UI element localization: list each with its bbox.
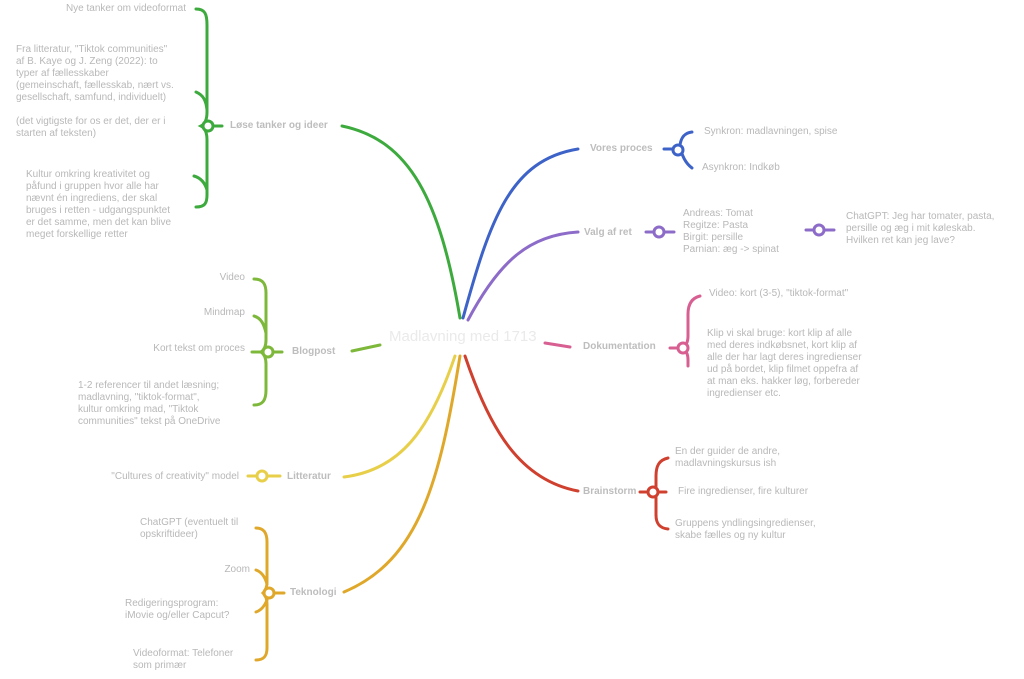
vores-proces-leaf[interactable]: Synkron: madlavningen, spise bbox=[704, 126, 838, 137]
branch-loese-label[interactable]: Løse tanker og ideer bbox=[230, 120, 328, 131]
branch-line-litteratur bbox=[342, 354, 457, 479]
litteratur-node-icon[interactable] bbox=[255, 469, 269, 483]
blogpost-leaf[interactable]: Kort tekst om proces bbox=[153, 343, 245, 354]
litteratur-leaf[interactable]: "Cultures of creativity" model bbox=[111, 471, 239, 482]
branch-valg-af-ret-label[interactable]: Valg af ret bbox=[584, 227, 632, 238]
branch-litteratur-label[interactable]: Litteratur bbox=[287, 471, 331, 482]
branch-line-blogpost bbox=[350, 343, 382, 353]
teknologi-leaf[interactable]: Videoformat: Telefoner som primær bbox=[133, 648, 234, 671]
teknologi-leaf[interactable]: Zoom bbox=[224, 564, 250, 575]
branch-vores-proces-label[interactable]: Vores proces bbox=[590, 143, 653, 154]
branch-line-dokumentation bbox=[543, 341, 572, 349]
branch-dokumentation-label[interactable]: Dokumentation bbox=[583, 341, 656, 352]
valg-af-ret-sub-node-icon[interactable] bbox=[812, 223, 826, 237]
dokumentation-leaf[interactable]: Klip vi skal bruge: kort klip af alle me… bbox=[707, 328, 862, 399]
teknologi-leaf[interactable]: Redigeringsprogram: iMovie og/eller Capc… bbox=[125, 598, 230, 621]
loese-node-icon[interactable] bbox=[201, 119, 215, 133]
vores-proces-node-icon[interactable] bbox=[671, 143, 685, 157]
blogpost-leaf[interactable]: Video bbox=[219, 272, 245, 283]
brainstorm-leaf[interactable]: Fire ingredienser, fire kulturer bbox=[678, 486, 809, 497]
branch-teknologi-label[interactable]: Teknologi bbox=[290, 587, 337, 598]
dokumentation-node-icon[interactable] bbox=[676, 341, 690, 355]
central-topic[interactable]: Madlavning med 1713 bbox=[389, 328, 537, 345]
brainstorm-node-icon[interactable] bbox=[646, 485, 660, 499]
branch-line-brainstorm bbox=[463, 354, 580, 493]
teknologi-leaf[interactable]: ChatGPT (eventuelt til opskriftideer) bbox=[140, 517, 239, 540]
loese-leaf[interactable]: (det vigtigste for os er det, der er i s… bbox=[16, 116, 166, 139]
branch-line-teknologi bbox=[342, 354, 462, 594]
blogpost-node-icon[interactable] bbox=[261, 345, 275, 359]
blogpost-leaf[interactable]: Mindmap bbox=[203, 307, 245, 318]
brainstorm-leaf[interactable]: En der guider de andre, madlavningskursu… bbox=[675, 446, 781, 469]
brainstorm-leaf[interactable]: Gruppens yndlingsingredienser, skabe fæl… bbox=[675, 518, 816, 541]
valg-af-ret-leaf[interactable]: Andreas: Tomat Regitze: Pasta Birgit: pe… bbox=[683, 208, 779, 255]
loese-leaf[interactable]: Fra litteratur, "Tiktok communities" af … bbox=[16, 44, 174, 103]
branch-brainstorm-label[interactable]: Brainstorm bbox=[583, 486, 637, 497]
valg-af-ret-node-icon[interactable] bbox=[652, 225, 666, 239]
branch-line-valg-af-ret bbox=[466, 230, 580, 322]
loese-leaf[interactable]: Nye tanker om videoformat bbox=[65, 3, 186, 14]
branch-blogpost-label[interactable]: Blogpost bbox=[292, 346, 336, 357]
vores-proces-leaf[interactable]: Asynkron: Indkøb bbox=[702, 162, 780, 173]
branch-line-vores-proces bbox=[461, 147, 580, 320]
branch-line-loese bbox=[340, 124, 462, 320]
teknologi-node-icon[interactable] bbox=[262, 586, 276, 600]
loese-leaf[interactable]: Kultur omkring kreativitet og påfund i g… bbox=[26, 169, 172, 240]
dokumentation-leaf[interactable]: Video: kort (3-5), "tiktok-format" bbox=[709, 288, 849, 299]
blogpost-leaf[interactable]: 1-2 referencer til andet læsning; madlav… bbox=[78, 380, 221, 427]
valg-af-ret-sub-leaf[interactable]: ChatGPT: Jeg har tomater, pasta, persill… bbox=[846, 211, 995, 246]
